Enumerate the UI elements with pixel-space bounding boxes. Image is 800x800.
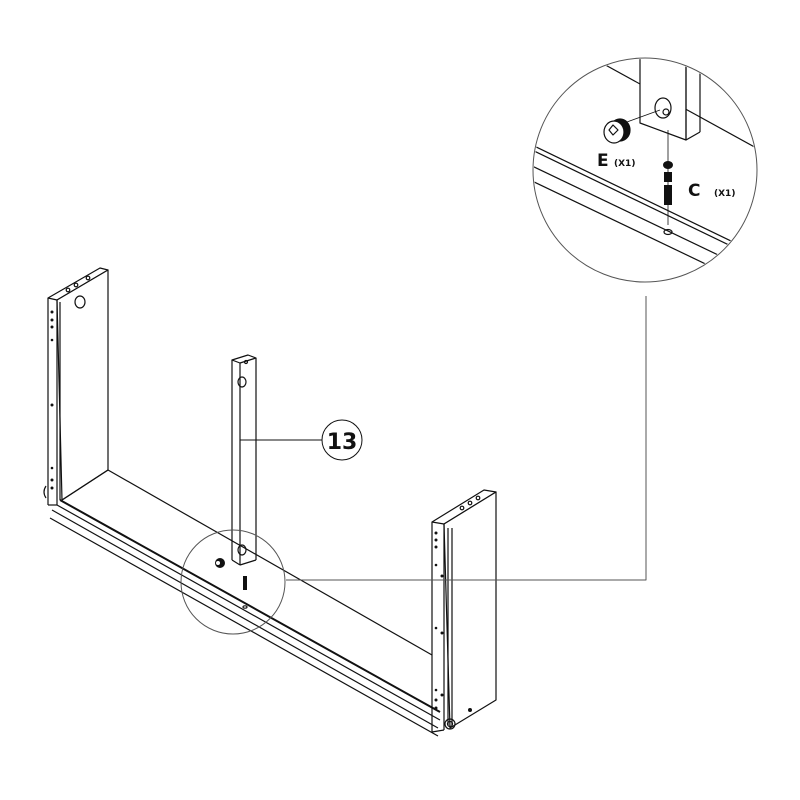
hardware-E-qty: (X1) <box>614 159 635 169</box>
hardware-C-qty: (X1) <box>714 189 735 199</box>
bottom-shelf <box>49 469 441 737</box>
hardware-E-letter: E <box>597 151 609 171</box>
leader-line <box>286 296 647 581</box>
part-13-upright <box>231 354 257 566</box>
part-13-callout <box>240 419 363 461</box>
left-side-panel <box>43 267 109 506</box>
hardware-C-letter: C <box>688 181 700 201</box>
cam-lock-E <box>603 118 631 144</box>
part-number-label: 13 <box>327 430 358 455</box>
detail-circle-large <box>532 57 758 283</box>
dowel-C <box>663 161 673 205</box>
dowel-small <box>243 576 247 590</box>
right-side-panel <box>431 489 497 733</box>
detail-circle-small <box>180 529 286 635</box>
